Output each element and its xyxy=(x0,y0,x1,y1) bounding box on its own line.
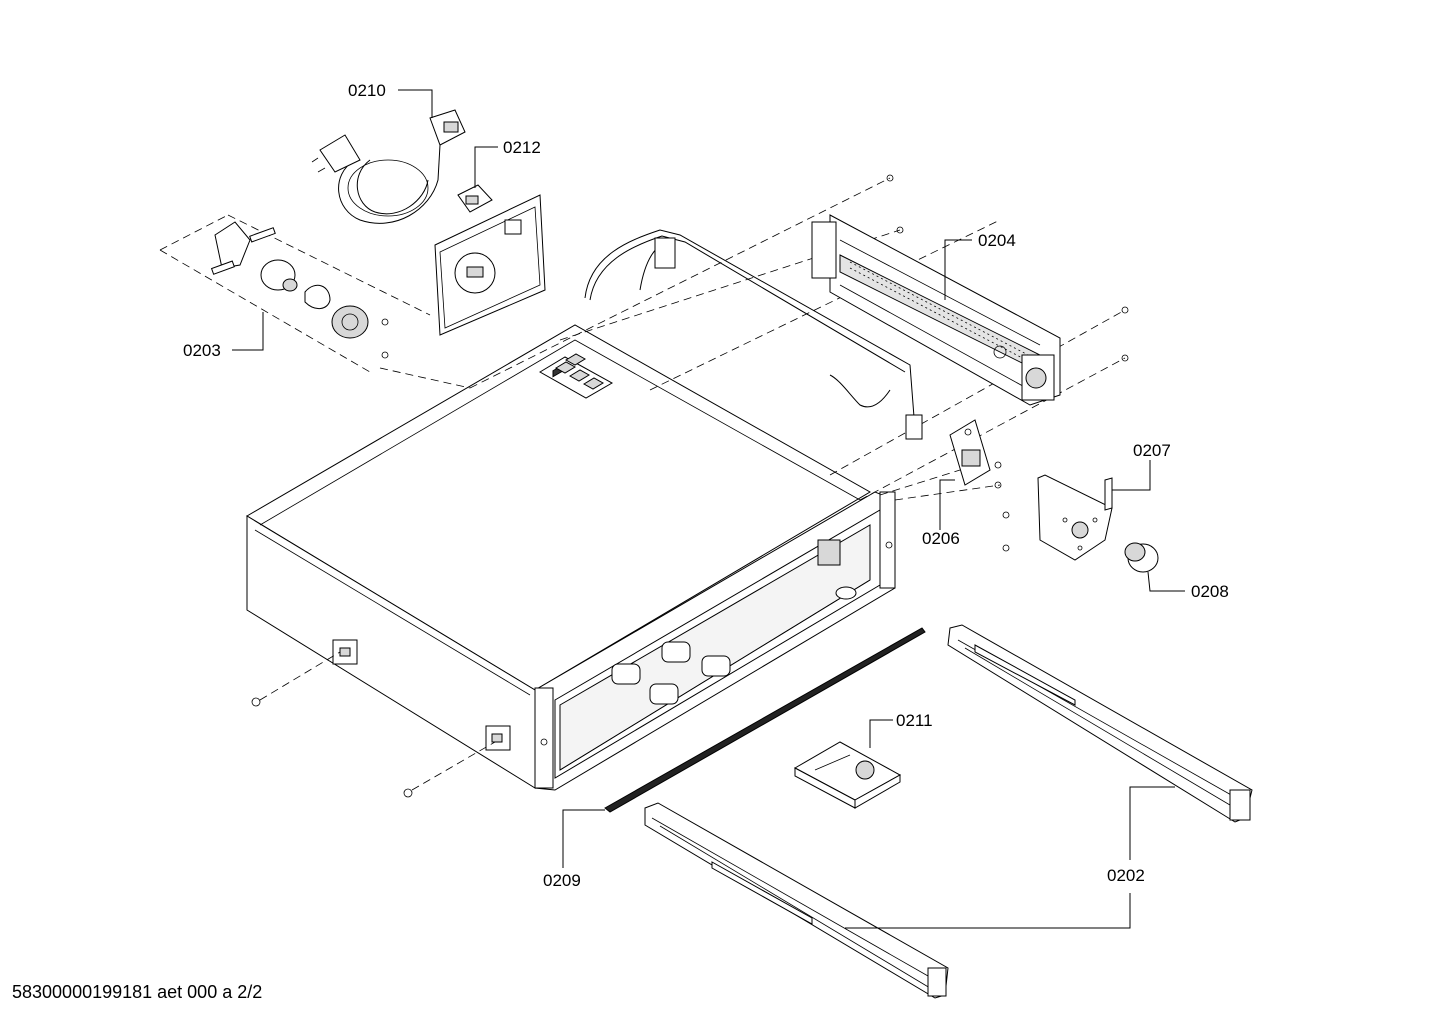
bottom-slots xyxy=(611,586,857,705)
callout-0209: 0209 xyxy=(543,871,581,890)
callout-0202: 0202 xyxy=(1107,866,1145,885)
control-knob xyxy=(1124,542,1159,573)
drawer-rail-left xyxy=(644,802,949,999)
thermostat-assembly xyxy=(210,221,389,359)
callout-0207: 0207 xyxy=(1133,441,1171,460)
callout-0208: 0208 xyxy=(1191,582,1229,601)
seal-strip xyxy=(604,627,926,813)
callout-0210: 0210 xyxy=(348,81,386,100)
drawer-rail-right xyxy=(947,624,1253,823)
callout-0212: 0212 xyxy=(503,138,541,157)
callout-0204: 0204 xyxy=(978,231,1016,250)
power-cord xyxy=(311,109,466,224)
control-panel-buttons xyxy=(555,353,604,390)
wire-harness xyxy=(584,229,923,440)
switch-module xyxy=(793,741,902,809)
assembly-lines xyxy=(159,177,1126,791)
mounting-bracket xyxy=(1002,474,1113,561)
drawer-housing xyxy=(246,324,896,791)
screws xyxy=(251,174,1129,798)
back-panel xyxy=(434,194,546,336)
control-board xyxy=(949,419,1002,489)
callout-0211: 0211 xyxy=(896,711,933,730)
document-id: 58300000199181 aet 000 a 2/2 xyxy=(12,982,263,1002)
tangential-fan xyxy=(811,214,1061,406)
callout-labels: 0210 0212 0203 0204 0207 0206 0208 0211 … xyxy=(183,81,1229,890)
leader-lines xyxy=(232,89,1185,929)
callout-0203: 0203 xyxy=(183,341,221,360)
fan-fins xyxy=(849,261,1031,363)
connector-plug xyxy=(457,184,493,213)
callout-0206: 0206 xyxy=(922,529,960,548)
